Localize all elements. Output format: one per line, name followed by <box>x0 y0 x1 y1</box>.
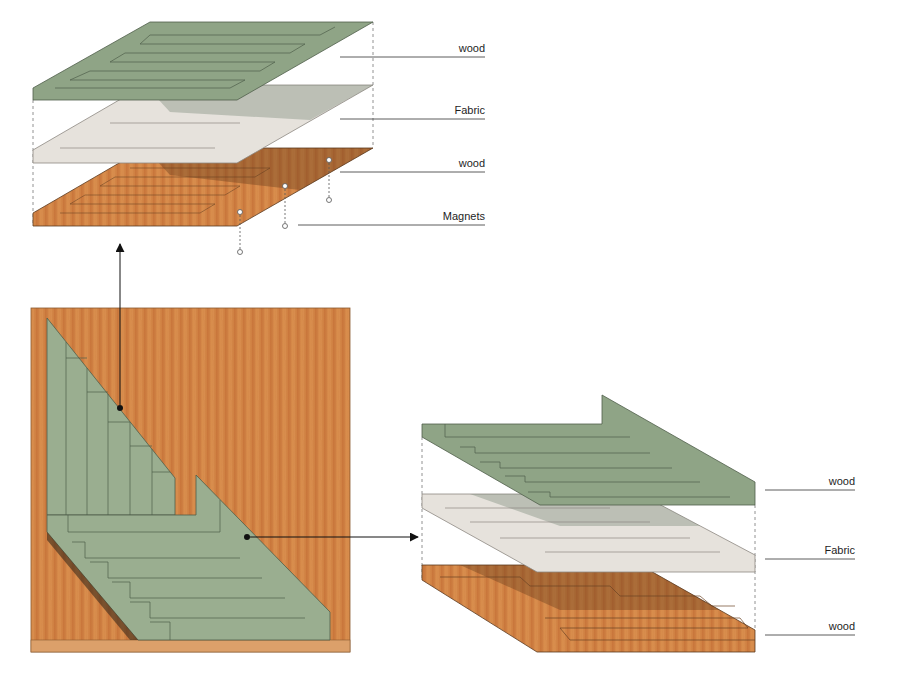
leader-lines <box>298 57 485 225</box>
part-label: wood <box>459 42 485 55</box>
part-label: wood <box>459 157 485 170</box>
part-label: wood <box>829 475 855 488</box>
leader-lines <box>765 490 855 635</box>
part-label: Magnets <box>443 210 485 223</box>
part-label: wood <box>829 620 855 633</box>
right-exploded-view <box>422 395 855 652</box>
front-panel <box>31 244 418 652</box>
part-label: Fabric <box>454 104 485 117</box>
part-label: Fabric <box>824 544 855 557</box>
magnet-symbols <box>238 158 332 255</box>
top-exploded-view <box>33 22 485 255</box>
